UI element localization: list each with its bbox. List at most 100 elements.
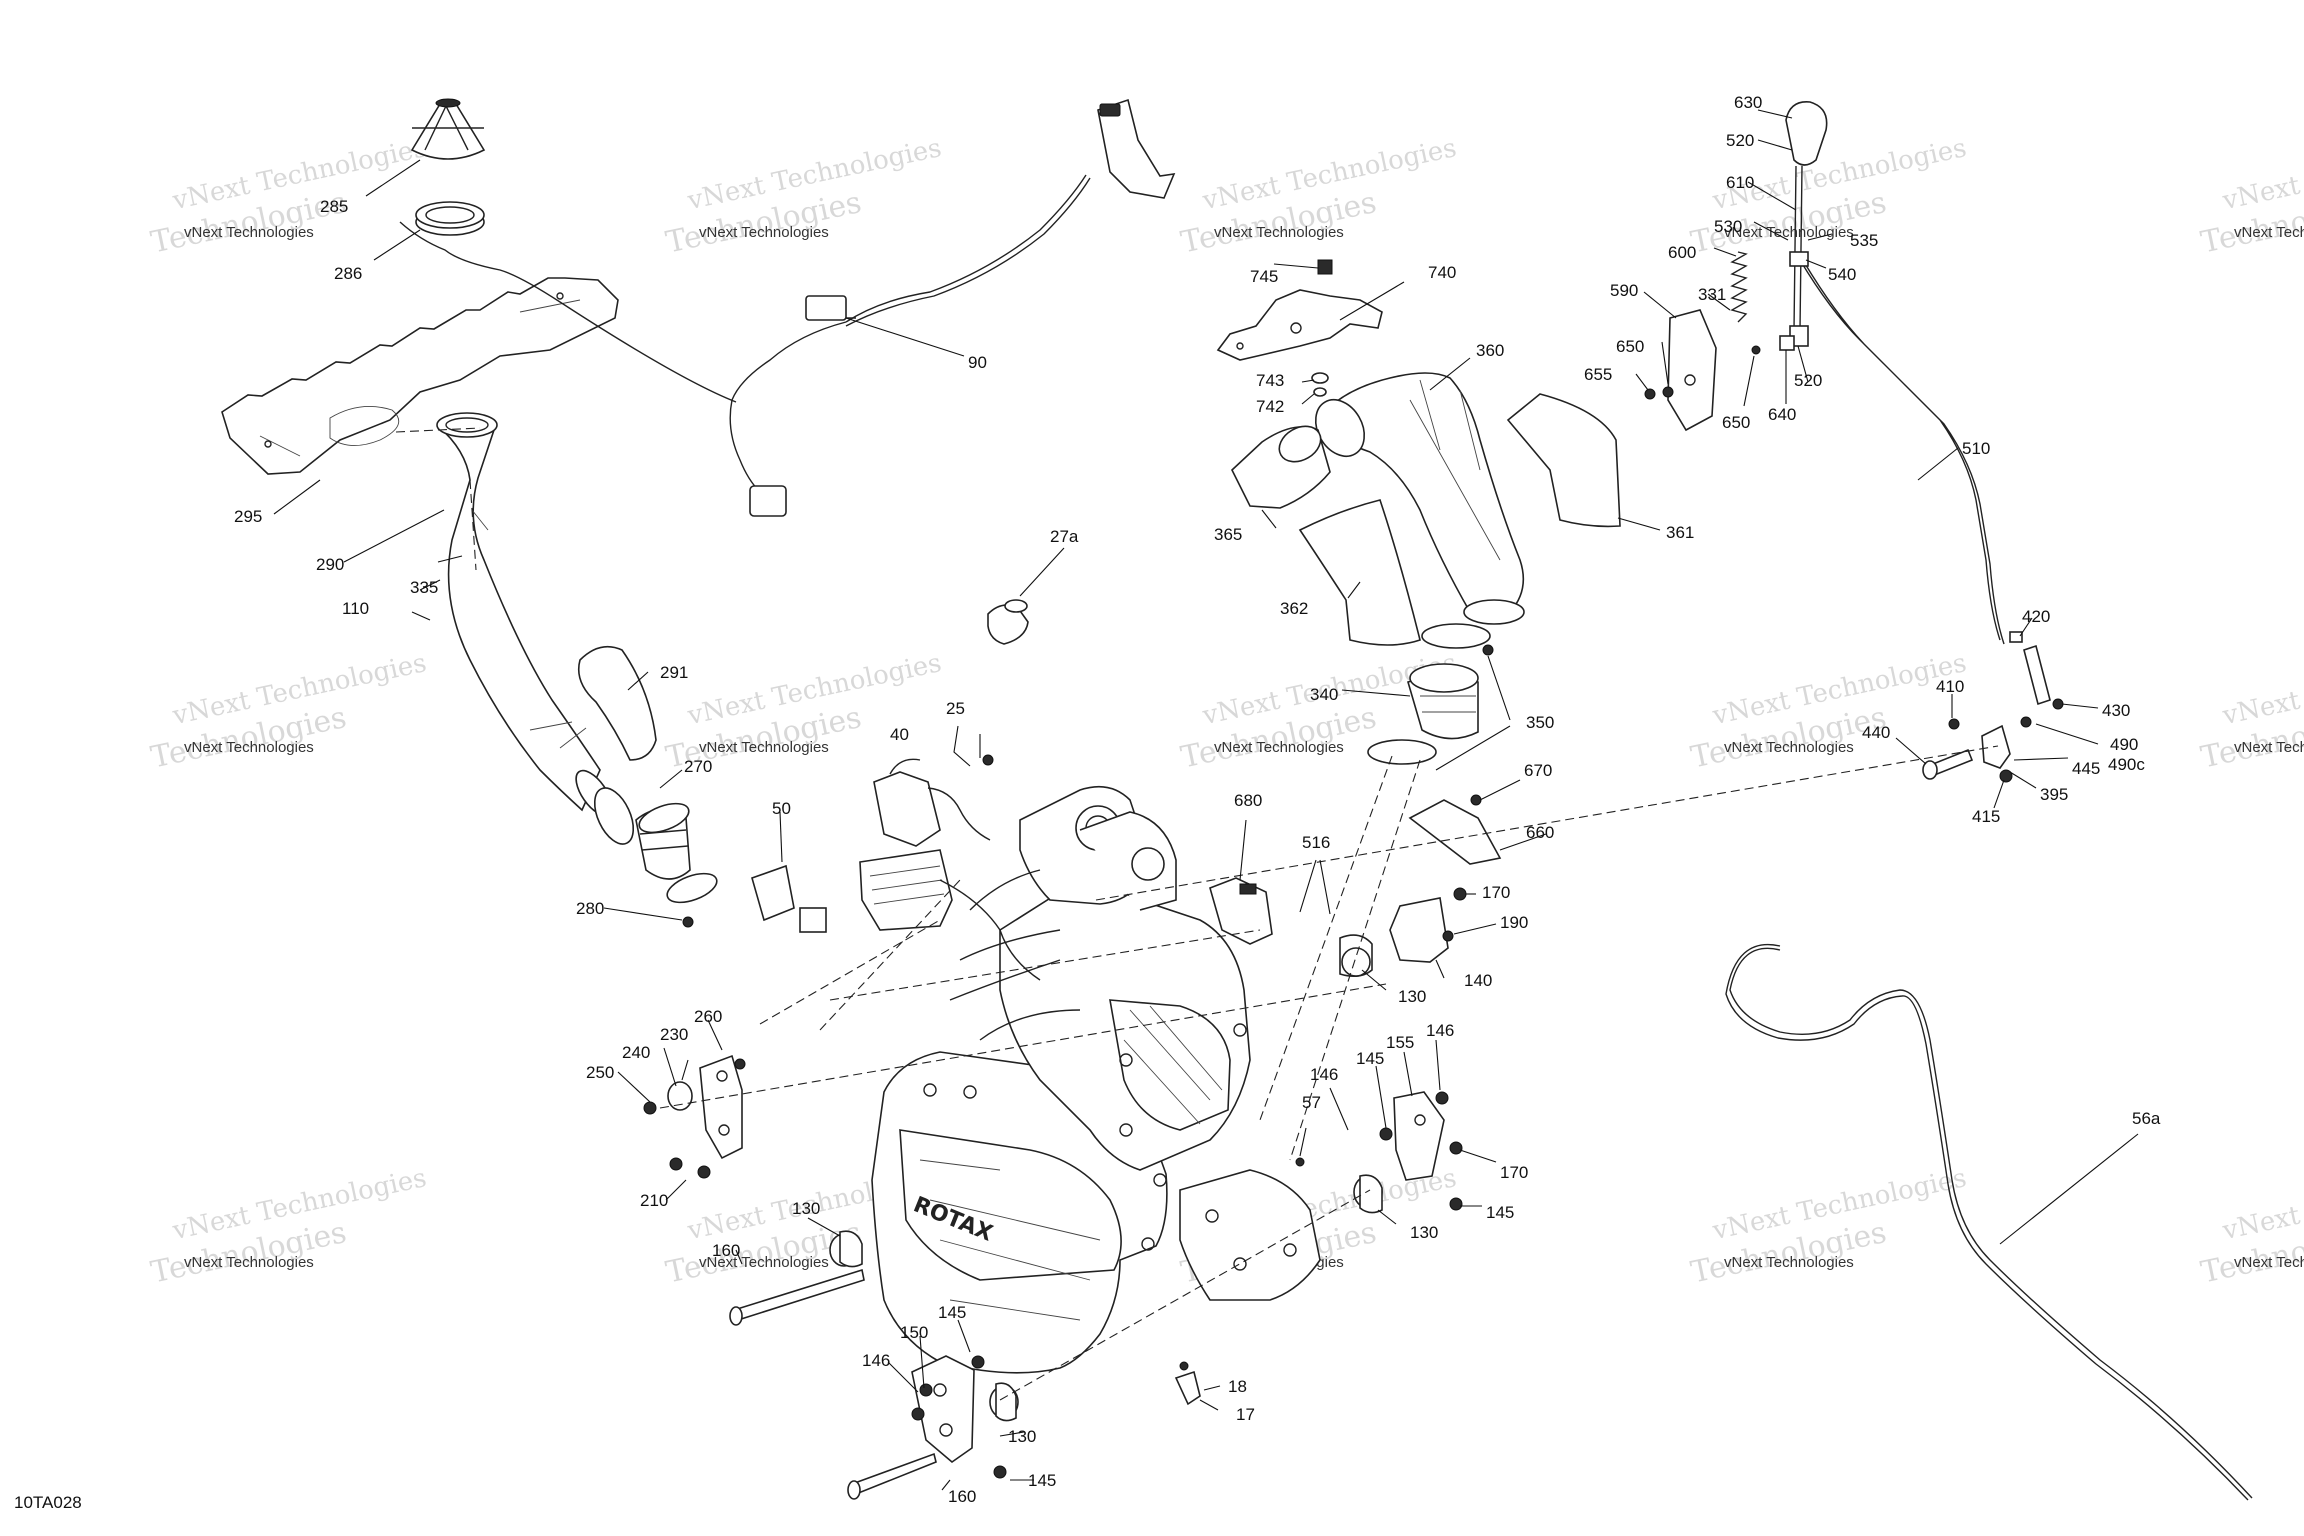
callout-145-right-top: 145	[1356, 1049, 1384, 1068]
part-270-boot	[635, 802, 691, 880]
parts-layer: ROTAX	[221, 98, 2253, 1501]
callout-655: 655	[1584, 365, 1612, 384]
watermark-caption: vNext Technologies	[2234, 224, 2304, 241]
callout-155: 155	[1386, 1033, 1414, 1052]
callout-130-left: 130	[792, 1199, 820, 1218]
callout-660: 660	[1526, 823, 1554, 842]
watermark-caption: vNext Technologies	[699, 739, 829, 756]
callout-160-upper: 160	[712, 1241, 740, 1260]
callout-280: 280	[576, 899, 604, 918]
callout-490c: 490c	[2108, 755, 2145, 774]
callout-430: 430	[2102, 701, 2130, 720]
watermark-caption: vNext Technologies	[2234, 1254, 2304, 1271]
callout-286: 286	[334, 264, 362, 283]
part-295-plate	[221, 277, 619, 475]
callout-17: 17	[1236, 1405, 1255, 1424]
watermark-caption: vNext Technologies	[1724, 1254, 1854, 1271]
callout-130-bottom: 130	[1008, 1427, 1036, 1446]
callout-146-right-left: 146	[1310, 1065, 1338, 1084]
callout-160-lower: 160	[948, 1487, 976, 1506]
callout-440: 440	[1862, 723, 1890, 742]
callout-230: 230	[660, 1025, 688, 1044]
callout-260: 260	[694, 1007, 722, 1026]
diagram-id: 10TA028	[14, 1493, 82, 1512]
part-360-air-duct	[1314, 372, 1525, 625]
callout-420: 420	[2022, 607, 2050, 626]
part-740-bracket	[1216, 259, 1383, 397]
callout-290: 290	[316, 555, 344, 574]
watermark-caption: vNext Technologies	[1214, 224, 1344, 241]
part-engine-block: ROTAX	[871, 785, 1321, 1374]
watermark-caption: vNext Technologies	[184, 224, 314, 241]
part-600-spring	[1730, 251, 1748, 323]
callout-190: 190	[1500, 913, 1528, 932]
callout-240: 240	[622, 1043, 650, 1062]
callout-130-upper-right: 130	[1398, 987, 1426, 1006]
callout-740: 740	[1428, 263, 1456, 282]
part-350-clamps	[1367, 623, 1494, 765]
part-130-mount-bottom	[989, 1382, 1019, 1422]
callout-291: 291	[660, 663, 688, 682]
callout-331: 331	[1698, 285, 1726, 304]
part-130-mount-lower-right	[1353, 1174, 1383, 1214]
part-280-clamps	[593, 787, 718, 928]
part-40-module	[873, 754, 994, 847]
callout-530: 530	[1714, 217, 1742, 236]
part-590-gate	[1644, 309, 1795, 432]
part-340-filter	[1407, 663, 1479, 740]
part-130-mount-upper-right	[1339, 934, 1373, 978]
callout-170-upper: 170	[1482, 883, 1510, 902]
callout-510: 510	[1962, 439, 1990, 458]
callout-285: 285	[320, 197, 348, 216]
part-680-sensor	[1209, 877, 1273, 945]
callout-270: 270	[684, 757, 712, 776]
callout-145-right-lower: 145	[1486, 1203, 1514, 1222]
callout-labels: 285 286 295 290 335 110 291 270 280 90 2…	[234, 93, 2161, 1506]
callout-362: 362	[1280, 599, 1308, 618]
part-420-sleeve	[2009, 631, 2051, 706]
callout-361: 361	[1666, 523, 1694, 542]
watermark-caption: vNext Technologies	[699, 224, 829, 241]
callout-360: 360	[1476, 341, 1504, 360]
part-660-bracket	[1408, 794, 1502, 865]
callout-90: 90	[968, 353, 987, 372]
part-27a-plug	[987, 599, 1029, 645]
callout-146-right-top: 146	[1426, 1021, 1454, 1040]
callout-50: 50	[772, 799, 791, 818]
callout-742: 742	[1256, 397, 1284, 416]
callout-57: 57	[1302, 1093, 1321, 1112]
callout-650-upper: 650	[1616, 337, 1644, 356]
callout-590: 590	[1610, 281, 1638, 300]
watermark-caption: vNext Technologies	[184, 1254, 314, 1271]
watermark-caption: vNext Technologies	[1724, 739, 1854, 756]
part-155-mount-right	[1295, 1091, 1463, 1211]
watermark-line1: vNext Technologies	[2219, 648, 2304, 731]
part-630-shift-knob	[1785, 101, 1828, 166]
part-291-foam	[577, 645, 657, 761]
callout-146-bottom: 146	[862, 1351, 890, 1370]
watermark-line1: vNext Technologies	[2219, 133, 2304, 216]
part-285-funnel	[410, 98, 486, 160]
callout-745: 745	[1250, 267, 1278, 286]
watermark-caption: vNext Technologies	[1724, 224, 1854, 241]
part-130-mount-left	[829, 1230, 863, 1268]
callout-145-bottom-upper: 145	[938, 1303, 966, 1322]
part-56a-cable	[1725, 943, 2253, 1501]
callout-410: 410	[1936, 677, 1964, 696]
callout-210: 210	[640, 1191, 668, 1210]
part-90-harness	[399, 98, 1176, 517]
assembly-lines	[395, 427, 1999, 1401]
callout-130-lower-right: 130	[1410, 1223, 1438, 1242]
part-395-bracket	[1922, 698, 2064, 783]
callout-600: 600	[1668, 243, 1696, 262]
part-362-shield	[1298, 499, 1421, 646]
callout-670: 670	[1524, 761, 1552, 780]
callout-40: 40	[890, 725, 909, 744]
part-365-adapter	[1231, 425, 1331, 509]
part-50-bracket	[751, 864, 827, 933]
part-160-bolt-lower	[847, 1452, 937, 1500]
watermark-caption: vNext Technologies	[184, 739, 314, 756]
part-290-intake-duct	[436, 412, 613, 817]
callout-415: 415	[1972, 807, 2000, 826]
